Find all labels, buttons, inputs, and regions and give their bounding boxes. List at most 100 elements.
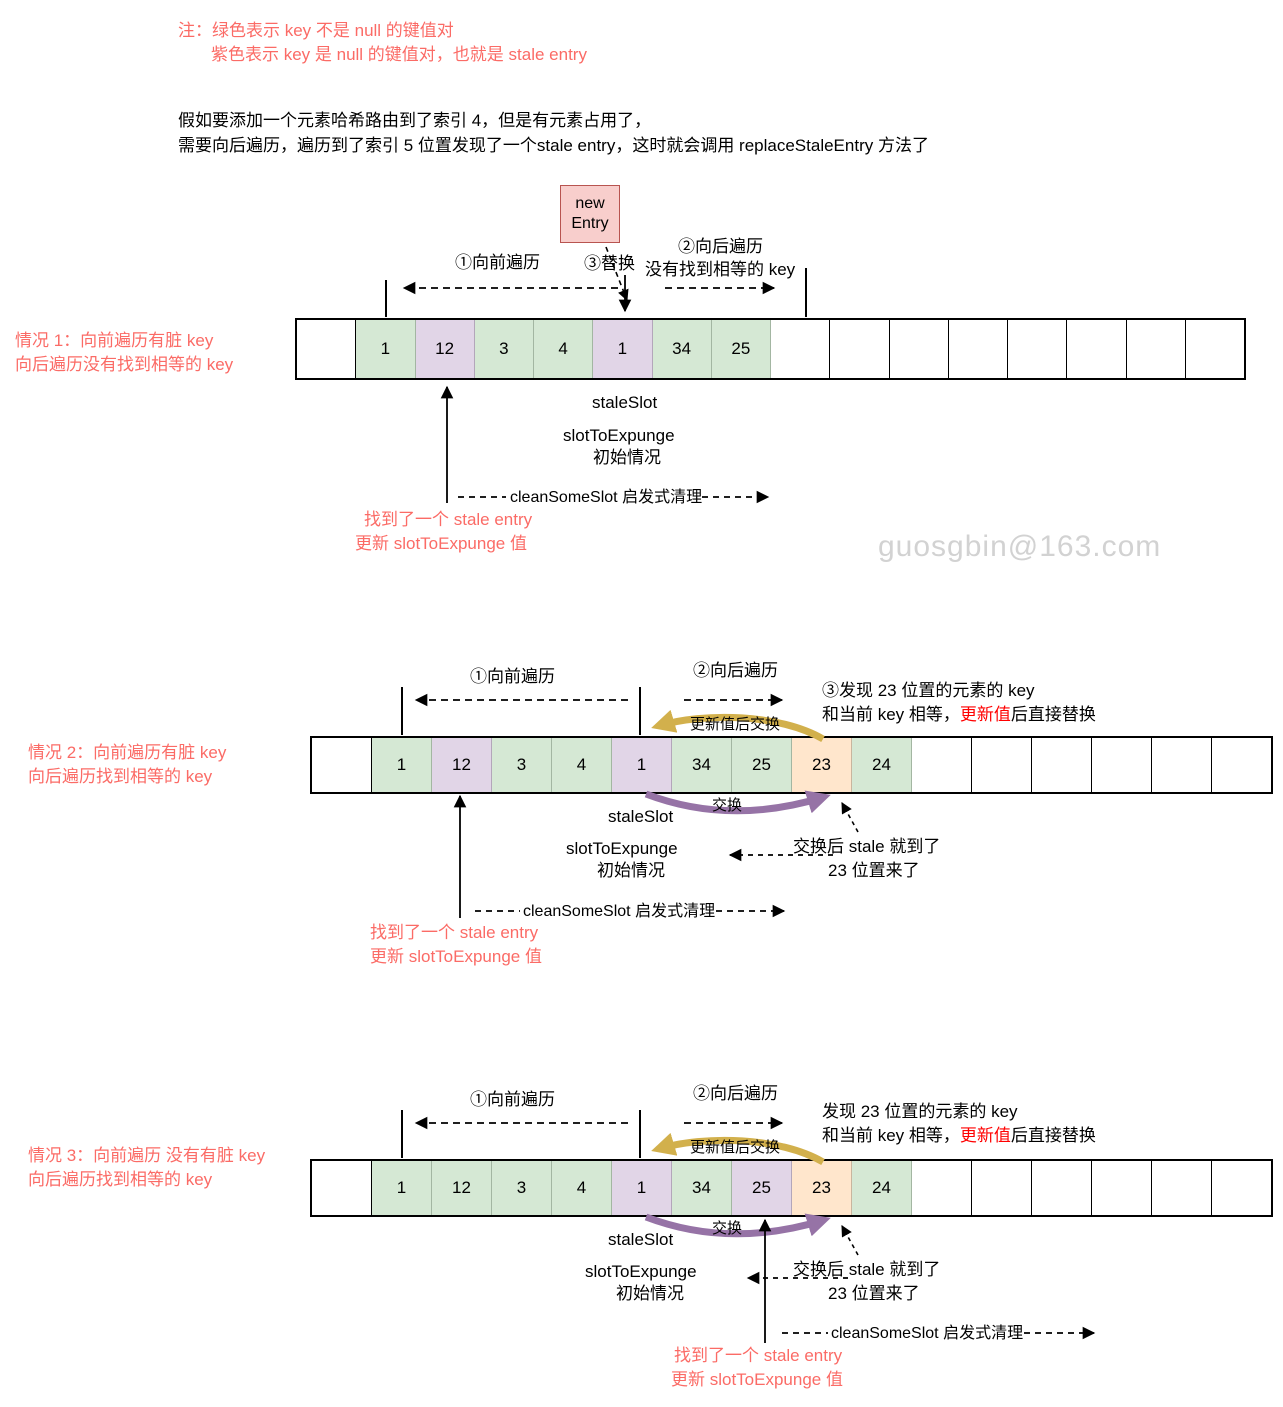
watermark: guosgbin@163.com — [878, 530, 1162, 563]
array-cell — [1152, 738, 1212, 792]
array-cell — [312, 1161, 372, 1215]
array-cell — [972, 1161, 1032, 1215]
array-cell — [1127, 320, 1186, 378]
array-cell — [1186, 320, 1244, 378]
case3-found-red: 更新值 — [959, 1126, 1011, 1145]
case3-found-stale-text: 找到了一个 stale entry — [674, 1346, 843, 1365]
case1-cleansomeslot-label: cleanSomeSlot 启发式清理 — [510, 489, 703, 506]
array-cell: 3 — [492, 738, 552, 792]
case1-update-expunge-text: 更新 slotToExpunge 值 — [355, 534, 527, 553]
array-cell: 24 — [852, 738, 912, 792]
array-cell: 34 — [672, 1161, 732, 1215]
array-cell: 3 — [474, 320, 534, 378]
case2-found-post: 后直接替换 — [1010, 705, 1096, 724]
array-cell — [949, 320, 1008, 378]
array-cell: 24 — [852, 1161, 912, 1215]
array-cell — [1032, 1161, 1092, 1215]
array-cell: 12 — [432, 1161, 492, 1215]
case3-title-line2: 向后遍历找到相等的 key — [28, 1170, 213, 1189]
case1-slottoexpunge-label: slotToExpunge — [563, 426, 675, 445]
array-cell: 23 — [792, 738, 852, 792]
array-cell: 4 — [552, 738, 612, 792]
case2-found-pre: 和当前 key 相等， — [822, 705, 960, 724]
case2-forward-label: ①向前遍历 — [470, 667, 555, 686]
case3-after-swap-line2: 23 位置来了 — [828, 1284, 920, 1303]
case2-found-red: 更新值 — [959, 705, 1011, 724]
case2-initial-state-label: 初始情况 — [597, 861, 665, 880]
array-cell: 1 — [593, 320, 653, 378]
array-cell — [312, 738, 372, 792]
intro-line1: 假如要添加一个元素哈希路由到了索引 4，但是有元素占用了， — [178, 111, 652, 130]
case1-found-stale-text: 找到了一个 stale entry — [364, 510, 533, 529]
new-entry-box: new Entry — [560, 185, 620, 243]
case2-slottoexpunge-label: slotToExpunge — [566, 839, 678, 858]
note-line2: 紫色表示 key 是 null 的键值对，也就是 stale entry — [211, 45, 587, 64]
array-cell: 1 — [612, 738, 672, 792]
array-cell — [830, 320, 890, 378]
case1-title-line2: 向后遍历没有找到相等的 key — [15, 355, 234, 374]
array-cell — [1212, 1161, 1271, 1215]
case2-title-line2: 向后遍历找到相等的 key — [28, 767, 213, 786]
array-cell — [297, 320, 357, 378]
case3-found-line2: 和当前 key 相等，更新值后直接替换 — [822, 1125, 1096, 1146]
array-cell — [1092, 1161, 1152, 1215]
case1-staleslot-label: staleSlot — [592, 393, 658, 412]
case2-backward-label: ②向后遍历 — [693, 661, 778, 680]
case2-after-swap-line1: 交换后 stale 就到了 — [793, 837, 941, 856]
case3-slottoexpunge-label: slotToExpunge — [585, 1262, 697, 1281]
case2-stale-newpos-arrow — [841, 802, 859, 833]
case2-after-swap-line2: 23 位置来了 — [828, 861, 920, 880]
case3-staleslot-label: staleSlot — [608, 1230, 674, 1249]
case2-staleslot-label: staleSlot — [608, 807, 674, 826]
array-cell — [912, 738, 972, 792]
array-cell — [771, 320, 831, 378]
array-cell: 12 — [415, 320, 475, 378]
case2-title-line1: 情况 2：向前遍历有脏 key — [28, 743, 227, 762]
array-cell: 25 — [732, 738, 792, 792]
case3-title-line1: 情况 3：向前遍历 没有有脏 key — [28, 1146, 266, 1165]
case3-backward-label: ②向后遍历 — [693, 1084, 778, 1103]
case2-update-expunge-text: 更新 slotToExpunge 值 — [370, 947, 542, 966]
array-cell: 25 — [711, 320, 771, 378]
case3-found-post: 后直接替换 — [1010, 1126, 1096, 1145]
case3-update-then-swap-label: 更新值后交换 — [690, 1139, 781, 1156]
case1-no-equal-key-label: 没有找到相等的 key — [645, 260, 796, 279]
array-cell: 1 — [372, 1161, 432, 1215]
case3-found-line1: 发现 23 位置的元素的 key — [822, 1102, 1018, 1121]
case1-title-line1: 情况 1：向前遍历有脏 key — [15, 331, 214, 350]
new-entry-line1: new — [575, 195, 605, 212]
array-cell: 4 — [534, 320, 594, 378]
case3-swap-label: 交换 — [712, 1220, 743, 1237]
array-cell — [1008, 320, 1068, 378]
new-entry-line2: Entry — [571, 215, 609, 232]
case1-backward-label: ②向后遍历 — [678, 237, 763, 256]
case3-cleansomeslot-label: cleanSomeSlot 启发式清理 — [831, 1325, 1024, 1342]
case3-found-pre: 和当前 key 相等， — [822, 1126, 960, 1145]
case3-stale-newpos-arrow — [841, 1225, 859, 1256]
case3-update-expunge-text: 更新 slotToExpunge 值 — [671, 1370, 843, 1389]
case3-forward-label: ①向前遍历 — [470, 1090, 555, 1109]
case2-found-stale-text: 找到了一个 stale entry — [370, 923, 539, 942]
case2-cleansomeslot-label: cleanSomeSlot 启发式清理 — [523, 903, 716, 920]
array-cell: 23 — [792, 1161, 852, 1215]
case2-found-line1: ③发现 23 位置的元素的 key — [822, 681, 1035, 700]
array-cell: 12 — [432, 738, 492, 792]
array-cell — [1092, 738, 1152, 792]
array-cell: 25 — [732, 1161, 792, 1215]
array-cell — [1152, 1161, 1212, 1215]
array-cell: 34 — [672, 738, 732, 792]
case1-forward-label: ①向前遍历 — [455, 253, 540, 272]
case2-swap-label: 交换 — [712, 797, 743, 814]
array-cell — [972, 738, 1032, 792]
intro-line2: 需要向后遍历，遍历到了索引 5 位置发现了一个stale entry，这时就会调… — [178, 136, 929, 155]
array-cell: 1 — [612, 1161, 672, 1215]
case1-initial-state-label: 初始情况 — [593, 448, 661, 467]
case1-replace-label: ③替换 — [584, 254, 635, 273]
case2-update-then-swap-label: 更新值后交换 — [690, 716, 781, 733]
array-cell: 3 — [492, 1161, 552, 1215]
array-cell: 4 — [552, 1161, 612, 1215]
